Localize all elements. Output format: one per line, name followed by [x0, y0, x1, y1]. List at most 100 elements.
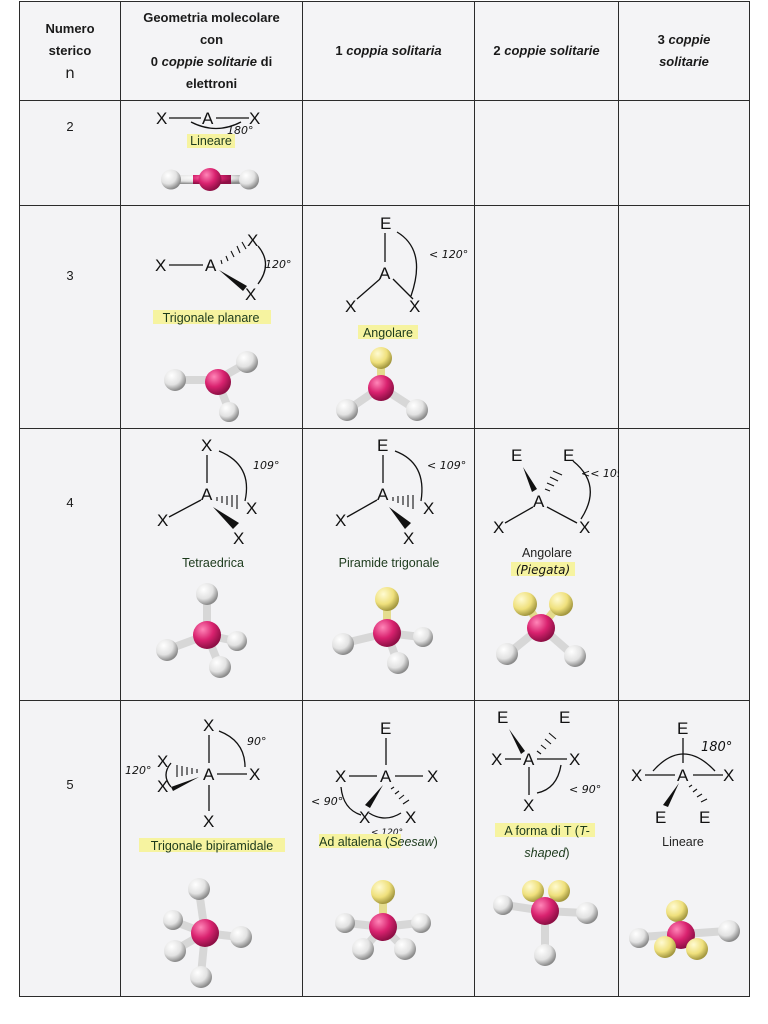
angle-label: < 120°	[429, 248, 468, 261]
atom-x-left: X	[155, 256, 166, 275]
vsepr-table: Numero sterico n Geometria molecolare co…	[19, 1, 750, 997]
header-row: Numero sterico n Geometria molecolare co…	[19, 1, 750, 101]
atom-a: A	[377, 485, 389, 504]
angle-label-equatorial: 120°	[125, 764, 152, 777]
trigonal-planar-diagram: X A X X 120° Trigonale planare	[153, 231, 292, 422]
header-col4-b: coppie	[668, 32, 711, 47]
steric-number-cell: 2	[19, 100, 121, 206]
ball-stick-model-trigonal-planar	[164, 351, 258, 422]
atom-x-left: X	[157, 511, 168, 530]
cell-4-0: X A X X X 109° Tetraedrica	[120, 428, 303, 701]
header-col2-b: coppia solitaria	[346, 43, 442, 58]
steric-number: 4	[66, 495, 74, 510]
t-label-b: T-	[579, 824, 590, 838]
header-one-lone-pair: 1 coppia solitaria	[302, 1, 475, 101]
cell-5-0: X A X X X X 90° 120° Trigonale bipiramid…	[120, 700, 303, 997]
atom-x-bottom: X	[245, 285, 256, 304]
angle-label-equatorial: < 120°	[371, 828, 403, 838]
atom-x-left: X	[335, 511, 346, 530]
cell-5-3: E A X X E E 180° Lineare	[618, 700, 750, 997]
atom-x-right: X	[409, 297, 420, 316]
geometry-name: Trigonale bipiramidale	[151, 839, 274, 853]
atom-x-right: X	[246, 499, 257, 518]
row-steric-4: 4 X A X X X 109° Tetraedrica	[19, 428, 750, 701]
t-label-c: shaped	[524, 846, 566, 860]
angle-label-axial: < 90°	[311, 795, 343, 808]
lone-pair-e-lower-right: E	[699, 808, 710, 827]
cell-2-0: X A X 180° Lineare	[120, 100, 303, 206]
geometry-name-line2: shaped)	[524, 846, 569, 860]
cell-4-1: E A X X X < 109° Piramide trigonale	[302, 428, 475, 701]
atom-x-lower-left: X	[359, 808, 370, 827]
ball-stick-model-t-shaped	[493, 880, 598, 966]
angle-label-axial: 90°	[247, 735, 267, 748]
cell-2-3	[618, 100, 750, 206]
trigonal-pyramidal-diagram: E A X X X < 109° Piramide trigonale	[332, 436, 466, 674]
atom-a: A	[380, 767, 392, 786]
cell-5-1: E A X X X X < 90° < 120° Ad altalena (Se…	[302, 700, 475, 997]
lone-pair-e-lower-left: E	[655, 808, 666, 827]
lone-pair-e: E	[380, 719, 391, 738]
atom-x-left: X	[493, 518, 504, 537]
t-shaped-diagram: E E A X X X < 90° A forma di T (T- shape…	[491, 708, 601, 966]
header-col1-line3c: di	[257, 54, 273, 69]
header-col4-line2: solitarie	[659, 54, 709, 69]
atom-x-left: X	[156, 109, 167, 128]
lone-pair-e: E	[380, 214, 391, 233]
angle-label: 180°	[701, 740, 732, 755]
header-col1-line2: con	[199, 32, 224, 47]
geometry-name: Angolare	[363, 326, 413, 340]
steric-number-cell: 3	[19, 205, 121, 429]
atom-x-bottom: X	[403, 529, 414, 548]
header-col0-line2: sterico	[48, 42, 92, 58]
header-col1-line4: elettroni	[185, 76, 238, 91]
cell-3-3	[618, 205, 750, 429]
ball-stick-model-pyramidal	[332, 587, 433, 674]
atom-x-right: X	[723, 766, 734, 785]
ball-stick-model-seesaw	[335, 880, 431, 960]
row-steric-2: 2 X A X 180° Lineare	[19, 100, 750, 206]
atom-x-top: X	[203, 716, 214, 735]
header-three-lone-pairs: 3 coppie solitarie	[618, 1, 750, 101]
steric-number: 2	[66, 119, 74, 134]
geometry-name: A forma di T (T-	[504, 824, 589, 838]
trigonal-bipyramidal-diagram: X A X X X X 90° 120° Trigonale bipiramid…	[125, 716, 285, 988]
atom-x-right: X	[249, 109, 260, 128]
atom-x-eq-lower: X	[157, 777, 168, 796]
header-col2-a: 1	[335, 43, 347, 58]
atom-x-bottom: X	[233, 529, 244, 548]
cell-2-1	[302, 100, 475, 206]
ball-stick-model-bent	[336, 347, 428, 421]
geometry-name: Ad altalena (Seesaw)	[319, 835, 438, 849]
tetrahedral-diagram: X A X X X 109° Tetraedrica	[156, 436, 280, 678]
atom-x-left: X	[335, 767, 346, 786]
seesaw-diagram: E A X X X X < 90° < 120° Ad altalena (Se…	[311, 719, 438, 960]
atom-a: A	[379, 264, 391, 283]
steric-number-cell: 4	[19, 428, 121, 701]
atom-x-right: X	[423, 499, 434, 518]
atom-x-right: X	[249, 765, 260, 784]
header-col1-line1: Geometria molecolare	[143, 10, 280, 25]
geometry-name: Lineare	[190, 134, 232, 148]
angle-label: < 90°	[569, 783, 601, 796]
lone-pair-e-left: E	[511, 446, 522, 465]
geometry-name: Piramide trigonale	[339, 556, 440, 570]
atom-x-left: X	[631, 766, 642, 785]
geometry-alt-name: (Piegata)	[516, 563, 570, 577]
header-col3-b: coppie solitarie	[504, 43, 600, 58]
ball-stick-model-linear	[161, 168, 259, 191]
lone-pair-e-top: E	[677, 719, 688, 738]
ball-stick-model-bent-tetrahedral	[496, 592, 586, 667]
cell-2-2	[474, 100, 619, 206]
atom-a: A	[523, 750, 535, 769]
header-col0-line1: Numero	[45, 20, 95, 36]
atom-a: A	[677, 766, 689, 785]
atom-a: A	[202, 109, 214, 128]
header-col3-a: 2	[493, 43, 505, 58]
cell-3-2	[474, 205, 619, 429]
cell-5-2: E E A X X X < 90° A forma di T (T- shape…	[474, 700, 619, 997]
header-zero-lone-pairs: Geometria molecolare con 0 coppie solita…	[120, 1, 303, 101]
ball-stick-model-linear-three-lone-pairs	[629, 900, 740, 960]
atom-x-right: X	[579, 518, 590, 537]
row-steric-3: 3 X A X X 120° Trigonale planare	[19, 205, 750, 429]
